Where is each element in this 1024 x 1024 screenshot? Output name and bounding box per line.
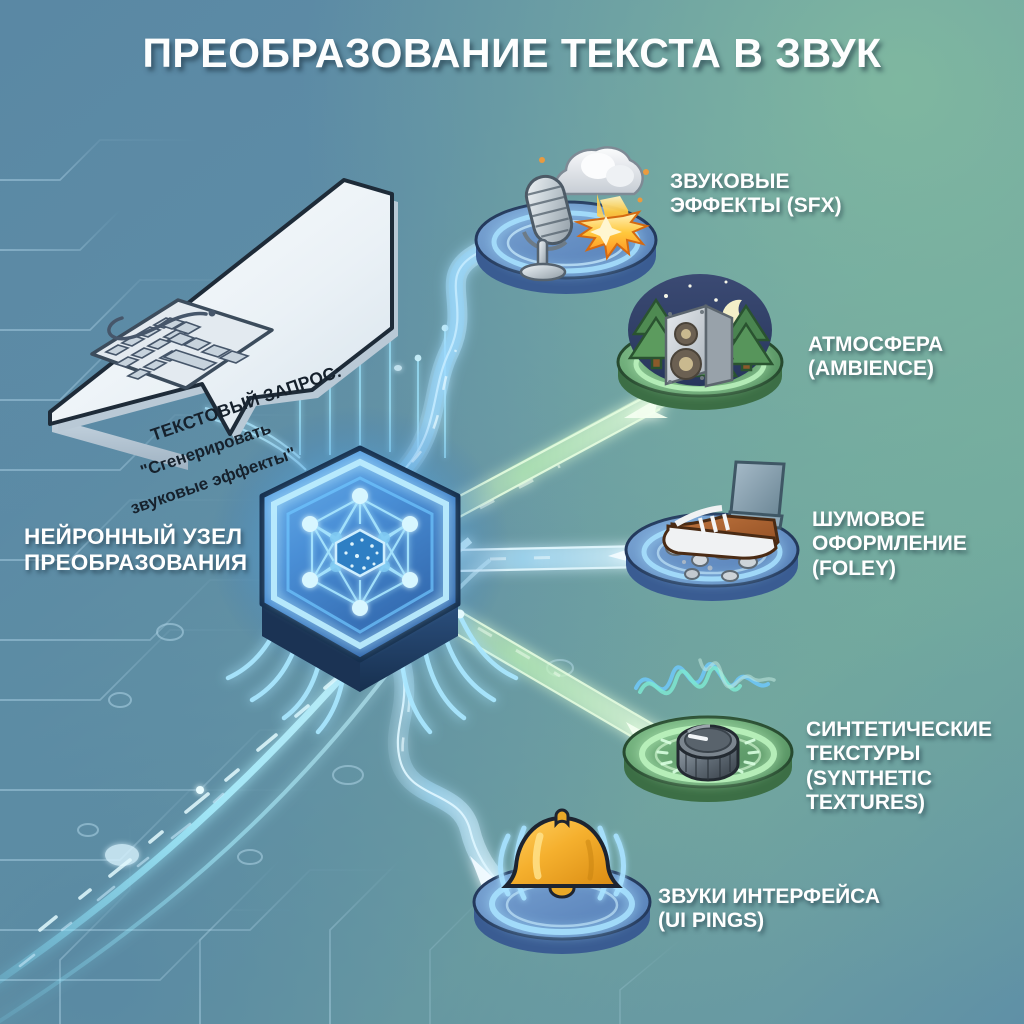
explosion-cloud-icon (553, 146, 644, 196)
sneaker-foley-icon (662, 460, 786, 560)
label-sfx-line1: ЗВУКОВЫЕ (670, 170, 790, 193)
label-uipings-line1: ЗВУКИ ИНТЕРФЕЙСА (658, 885, 880, 908)
platform-sfx[interactable] (474, 146, 658, 294)
text-prompt-bubble[interactable] (48, 178, 402, 470)
prompt-bubble-text: ТЕКСТОВЫЙ ЗАПРОС: "Сгенерировать звуковы… (40, 178, 400, 518)
label-neural-node: НЕЙРОННЫЙ УЗЕЛ ПРЕОБРАЗОВАНИЯ (24, 524, 247, 576)
knob-ticks-icon (656, 738, 760, 774)
page-title: ПРЕОБРАЗОВАНИЕ ТЕКСТА В ЗВУК (142, 30, 882, 76)
microphone-icon (519, 174, 574, 282)
keyboard-icon (90, 298, 274, 390)
label-foley-line2: ОФОРМЛЕНИЕ (812, 532, 967, 556)
label-sfx: ЗВУКОВЫЕ ЭФФЕКТЫ (SFX) (670, 170, 842, 219)
flow-to-uipings (382, 628, 512, 897)
label-foley: ШУМОВОЕ ОФОРМЛЕНИЕ (FOLEY) (812, 508, 967, 581)
label-synthetic-line1: СИНТЕТИЧЕСКИЕ (806, 718, 993, 741)
label-sfx-line2: ЭФФЕКТЫ (SFX) (670, 194, 842, 218)
label-foley-line3: (FOLEY) (812, 556, 896, 580)
synth-knob-icon (676, 724, 740, 782)
neural-node[interactable] (210, 406, 519, 735)
label-foley-line1: ШУМОВОЕ (812, 508, 925, 531)
bell-icon (501, 808, 623, 899)
label-ambience-line2: (AMBIENCE) (808, 357, 934, 381)
waveform-icon (634, 658, 776, 696)
label-uipings-line2: (UI PINGS) (658, 909, 765, 933)
platform-foley[interactable] (624, 460, 800, 601)
label-synthetic-line2: ТЕКСТУРЫ (806, 742, 921, 766)
platform-synthetic[interactable] (622, 658, 794, 802)
label-synthetic-line3: (SYNTHETIC TEXTURES) (806, 766, 932, 815)
platform-ambience[interactable] (616, 274, 784, 410)
label-ambience: АТМОСФЕРА (AMBIENCE) (808, 333, 943, 382)
neural-network-icon (302, 488, 418, 616)
explosion-burst-icon (573, 194, 651, 261)
label-uipings: ЗВУКИ ИНТЕРФЕЙСА (UI PINGS) (658, 885, 880, 934)
speaker-icon (664, 304, 734, 388)
label-synthetic: СИНТЕТИЧЕСКИЕ ТЕКСТУРЫ (SYNTHETIC TEXTUR… (806, 718, 1024, 815)
label-neural-node-line2: ПРЕОБРАЗОВАНИЯ (24, 550, 248, 576)
label-neural-node-line1: НЕЙРОННЫЙ УЗЕЛ (24, 524, 243, 549)
platform-uipings[interactable] (472, 808, 652, 954)
label-ambience-line1: АТМОСФЕРА (808, 333, 944, 356)
